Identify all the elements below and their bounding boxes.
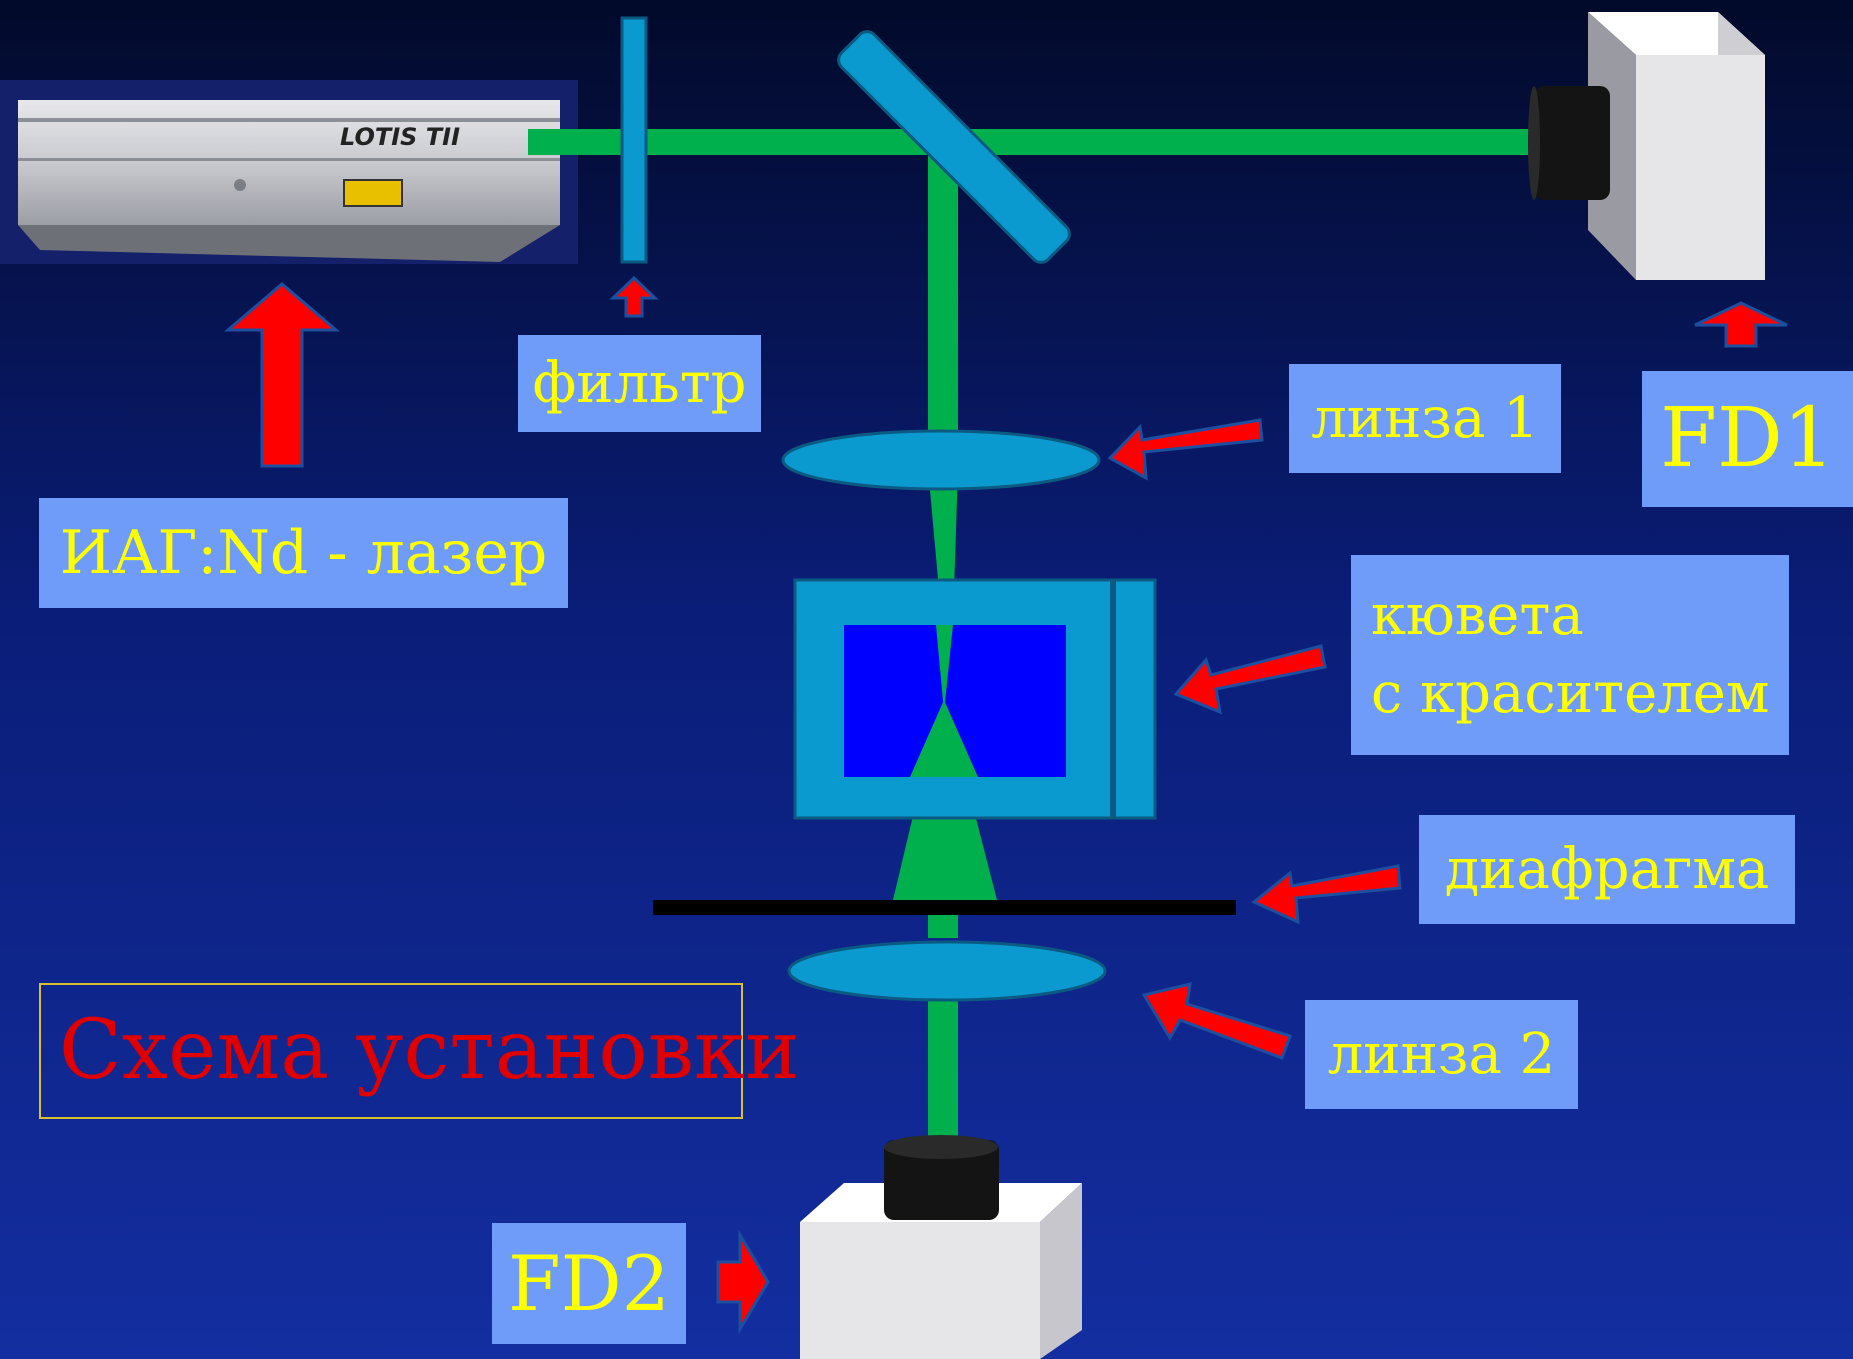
lens-1 xyxy=(783,431,1099,489)
laser-label: ИАГ:Nd - лазер xyxy=(39,498,568,608)
laser-device-text: LOTIS TII xyxy=(340,123,460,151)
diagram-title: Схема установки xyxy=(39,983,743,1119)
fd2-label: FD2 xyxy=(492,1223,686,1344)
laser-device: LOTIS TII xyxy=(0,80,578,264)
cuvette-label: кювета с красителем xyxy=(1351,555,1789,755)
diaphragm-plate xyxy=(653,900,1236,915)
diaphragm-label: диафрагма xyxy=(1419,815,1795,924)
cuvette-label-line-2: с красителем xyxy=(1371,655,1789,733)
lens-2 xyxy=(789,942,1105,1000)
lens-1-label: линза 1 xyxy=(1289,364,1561,473)
cuvette xyxy=(795,580,1155,818)
filter-label: фильтр xyxy=(518,335,761,432)
fd1-label: FD1 xyxy=(1642,371,1853,507)
filter xyxy=(622,18,646,262)
lens-2-label: линза 2 xyxy=(1305,1000,1578,1109)
cuvette-label-line-1: кювета xyxy=(1371,577,1789,655)
